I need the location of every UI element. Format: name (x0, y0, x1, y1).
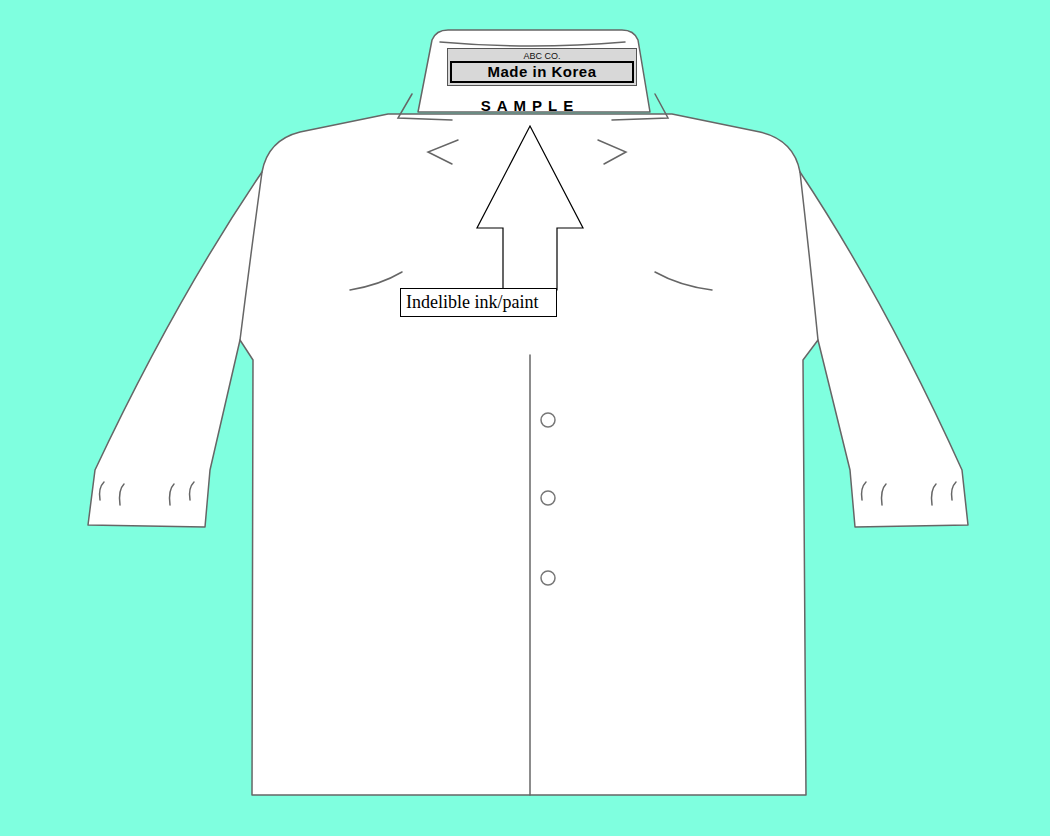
collar-fold (440, 42, 625, 46)
block-arrow (477, 126, 583, 290)
stamp-text: SAMPLE (430, 97, 630, 114)
collar-point-right (598, 140, 626, 164)
placket-line (529, 355, 531, 795)
chest-seam-left (350, 272, 402, 290)
chest-seam-right (655, 272, 712, 290)
lapel-left (398, 94, 452, 120)
lapel-right (612, 94, 668, 120)
callout-box: Indelible ink/paint (400, 288, 557, 317)
button (541, 491, 555, 505)
garment-label: ABC CO.Made in Korea (447, 48, 637, 86)
armhole-left (240, 172, 262, 340)
label-heading: Indelible ink/paint (404, 292, 553, 313)
collar-point-left (428, 140, 458, 164)
label-text: Made in Korea (450, 61, 634, 82)
cuff-gathers-left (100, 482, 195, 505)
button (541, 413, 555, 427)
cuff-gathers-right (862, 482, 957, 505)
shirt-outline (88, 114, 968, 795)
button (541, 571, 555, 585)
armhole-right (800, 172, 818, 340)
label-heading: ABC CO. (450, 51, 634, 61)
